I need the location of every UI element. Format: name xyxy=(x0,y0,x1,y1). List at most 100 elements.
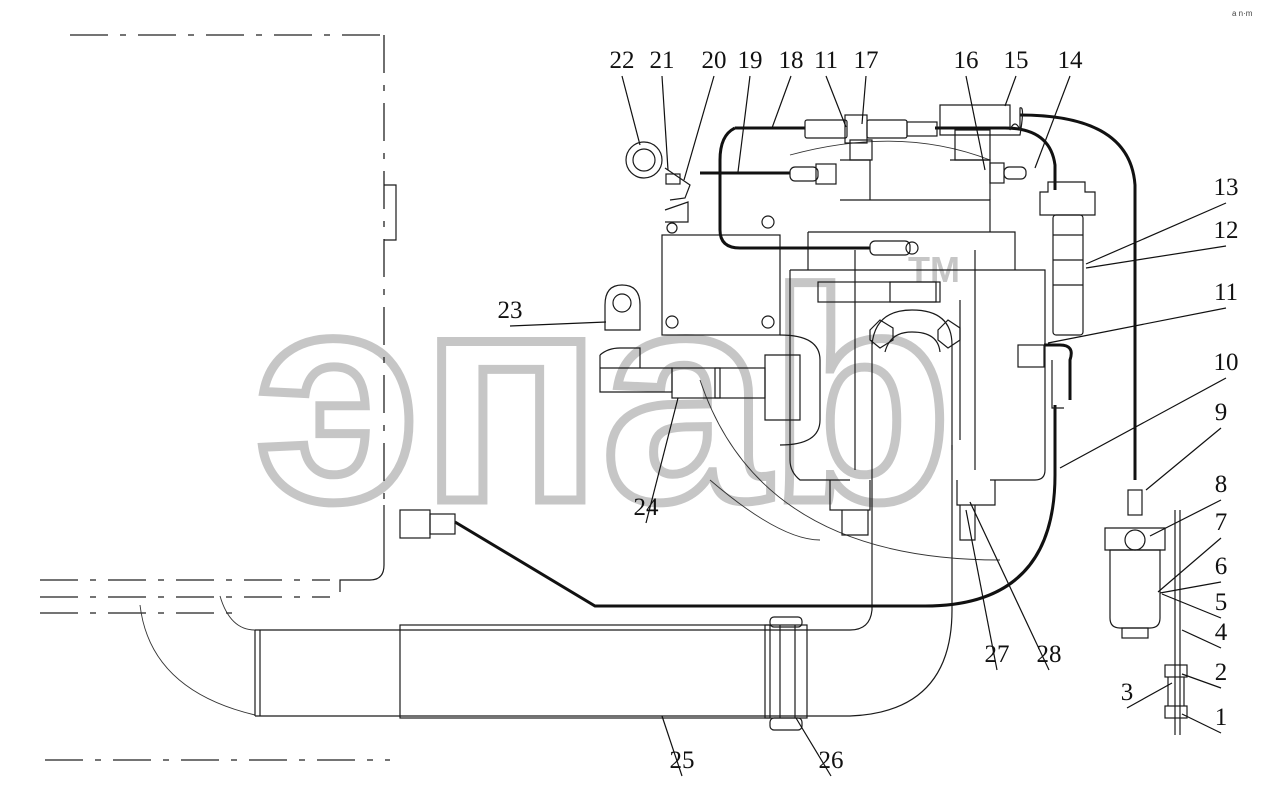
callout-leader xyxy=(1034,75,1071,169)
callout-7: 7 xyxy=(1157,509,1228,593)
callout-leader xyxy=(1181,713,1222,734)
callout-leader xyxy=(509,321,607,327)
callout-label: 22 xyxy=(610,47,635,74)
callout-16: 16 xyxy=(954,47,986,171)
callout-20: 20 xyxy=(683,47,727,181)
callout-leader xyxy=(1149,499,1222,537)
callout-leader xyxy=(737,75,751,173)
callout-label: 27 xyxy=(985,641,1010,668)
callout-6: 6 xyxy=(1159,553,1228,594)
callout-label: 18 xyxy=(779,47,804,74)
watermark-logo: эпаb xyxy=(255,228,952,564)
callout-label: 14 xyxy=(1058,47,1084,74)
clamp-assembly xyxy=(625,141,691,223)
callout-1: 1 xyxy=(1181,704,1228,734)
engine-housing xyxy=(699,129,1046,561)
oil-lines xyxy=(454,113,1137,608)
callout-leader xyxy=(1181,629,1222,649)
callout-8: 8 xyxy=(1149,471,1228,537)
callout-label: 5 xyxy=(1215,589,1228,616)
callout-leader xyxy=(645,397,679,524)
callout-26: 26 xyxy=(795,717,844,777)
callout-15: 15 xyxy=(1004,47,1029,107)
callout-label: 8 xyxy=(1215,471,1228,498)
callout-24: 24 xyxy=(634,397,679,524)
callout-9: 9 xyxy=(1145,399,1228,491)
callout-13: 13 xyxy=(1085,174,1239,265)
callout-label: 9 xyxy=(1215,399,1228,426)
callout-leader xyxy=(795,717,832,777)
callout-label: 15 xyxy=(1004,47,1029,74)
callout-label: 16 xyxy=(954,47,979,74)
callout-label: 19 xyxy=(738,47,763,74)
callout-leader xyxy=(1159,581,1222,594)
callout-28: 28 xyxy=(969,501,1062,671)
callout-label: 23 xyxy=(498,297,523,324)
callout-leader xyxy=(1161,593,1222,619)
callout-label: 20 xyxy=(702,47,727,74)
callout-leader xyxy=(861,75,867,125)
watermark: эпаb TM xyxy=(251,224,960,569)
callout-14: 14 xyxy=(1034,47,1084,169)
callout-11: 11 xyxy=(1047,279,1238,344)
callout-label: 25 xyxy=(670,747,695,774)
callout-leader xyxy=(1145,427,1222,491)
exhaust-pipe xyxy=(254,309,953,731)
callout-leader xyxy=(965,509,998,671)
callout-12: 12 xyxy=(1085,217,1239,269)
fittings xyxy=(399,104,1096,539)
callout-leader xyxy=(683,75,715,181)
frame-outline xyxy=(40,34,397,761)
callout-label: 26 xyxy=(819,747,844,774)
callout-label: 12 xyxy=(1214,217,1239,244)
callout-leader xyxy=(965,75,986,171)
callout-leader xyxy=(661,715,683,777)
callout-label: 21 xyxy=(650,47,675,74)
callout-23: 23 xyxy=(498,297,607,327)
callout-leader xyxy=(825,75,847,128)
callout-11: 11 xyxy=(814,47,847,128)
callout-leader xyxy=(1085,245,1227,269)
callout-leader xyxy=(771,75,792,129)
callout-22: 22 xyxy=(610,47,641,146)
callout-leader xyxy=(1059,377,1227,469)
callout-leader xyxy=(969,501,1050,671)
callout-27: 27 xyxy=(965,509,1010,671)
callout-2: 2 xyxy=(1181,659,1228,689)
corner-note: a n·m xyxy=(1232,9,1253,18)
callout-label: 3 xyxy=(1121,679,1134,706)
callout-label: 6 xyxy=(1215,553,1228,580)
callout-5: 5 xyxy=(1161,589,1228,619)
callout-leader xyxy=(621,75,641,146)
callout-leader xyxy=(1047,307,1227,344)
callout-label: 28 xyxy=(1037,641,1062,668)
callout-label: 11 xyxy=(1214,279,1238,306)
callout-label: 13 xyxy=(1214,174,1239,201)
callout-leader xyxy=(1157,537,1222,593)
callout-label: 4 xyxy=(1215,619,1228,646)
callout-label: 17 xyxy=(854,47,879,74)
callout-label: 7 xyxy=(1215,509,1228,536)
callout-label: 2 xyxy=(1215,659,1228,686)
callout-leader xyxy=(1126,682,1173,709)
callout-leader xyxy=(661,75,669,171)
callout-18: 18 xyxy=(771,47,804,129)
callout-17: 17 xyxy=(854,47,879,125)
callout-25: 25 xyxy=(661,715,695,777)
callout-leader xyxy=(1085,202,1227,265)
callout-label: 10 xyxy=(1214,349,1239,376)
callout-4: 4 xyxy=(1181,619,1228,649)
callout-21: 21 xyxy=(650,47,675,171)
fuel-filter xyxy=(1104,489,1188,735)
callout-19: 19 xyxy=(737,47,763,173)
callout-3: 3 xyxy=(1121,679,1173,709)
callout-leader xyxy=(1004,75,1017,107)
callout-label: 24 xyxy=(634,494,660,521)
callout-10: 10 xyxy=(1059,349,1239,469)
callout-label: 11 xyxy=(814,47,838,74)
callout-leader xyxy=(1181,673,1222,689)
callout-label: 1 xyxy=(1215,704,1228,731)
